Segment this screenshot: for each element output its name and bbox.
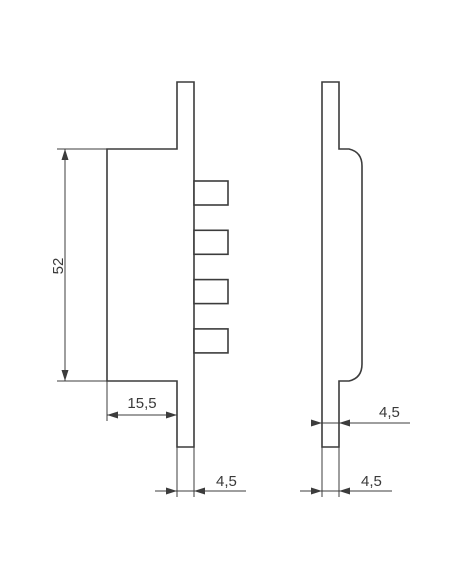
bolt bbox=[193, 180, 229, 206]
front-view bbox=[106, 81, 229, 448]
height-dimension: 52 bbox=[50, 148, 107, 382]
side-view bbox=[321, 81, 363, 448]
bolt bbox=[193, 328, 229, 354]
lock-body-outline bbox=[106, 81, 195, 448]
front-thickness-dimension: 4,5 bbox=[155, 447, 246, 497]
side-plate-dimension-label: 4,5 bbox=[379, 404, 400, 421]
front-thickness-dimension-label: 4,5 bbox=[216, 473, 237, 490]
side-profile-outline bbox=[321, 81, 363, 448]
side-forend-dimension-label: 4,5 bbox=[361, 473, 382, 490]
bolts bbox=[193, 180, 229, 354]
bolt bbox=[193, 229, 229, 256]
side-plate-dimension: 4,5 bbox=[311, 381, 410, 428]
offset-dimension: 15,5 bbox=[106, 381, 177, 421]
bolt bbox=[193, 278, 229, 305]
offset-dimension-label: 15,5 bbox=[127, 395, 156, 412]
side-forend-dimension: 4,5 bbox=[300, 447, 392, 497]
height-dimension-label: 52 bbox=[50, 258, 67, 275]
